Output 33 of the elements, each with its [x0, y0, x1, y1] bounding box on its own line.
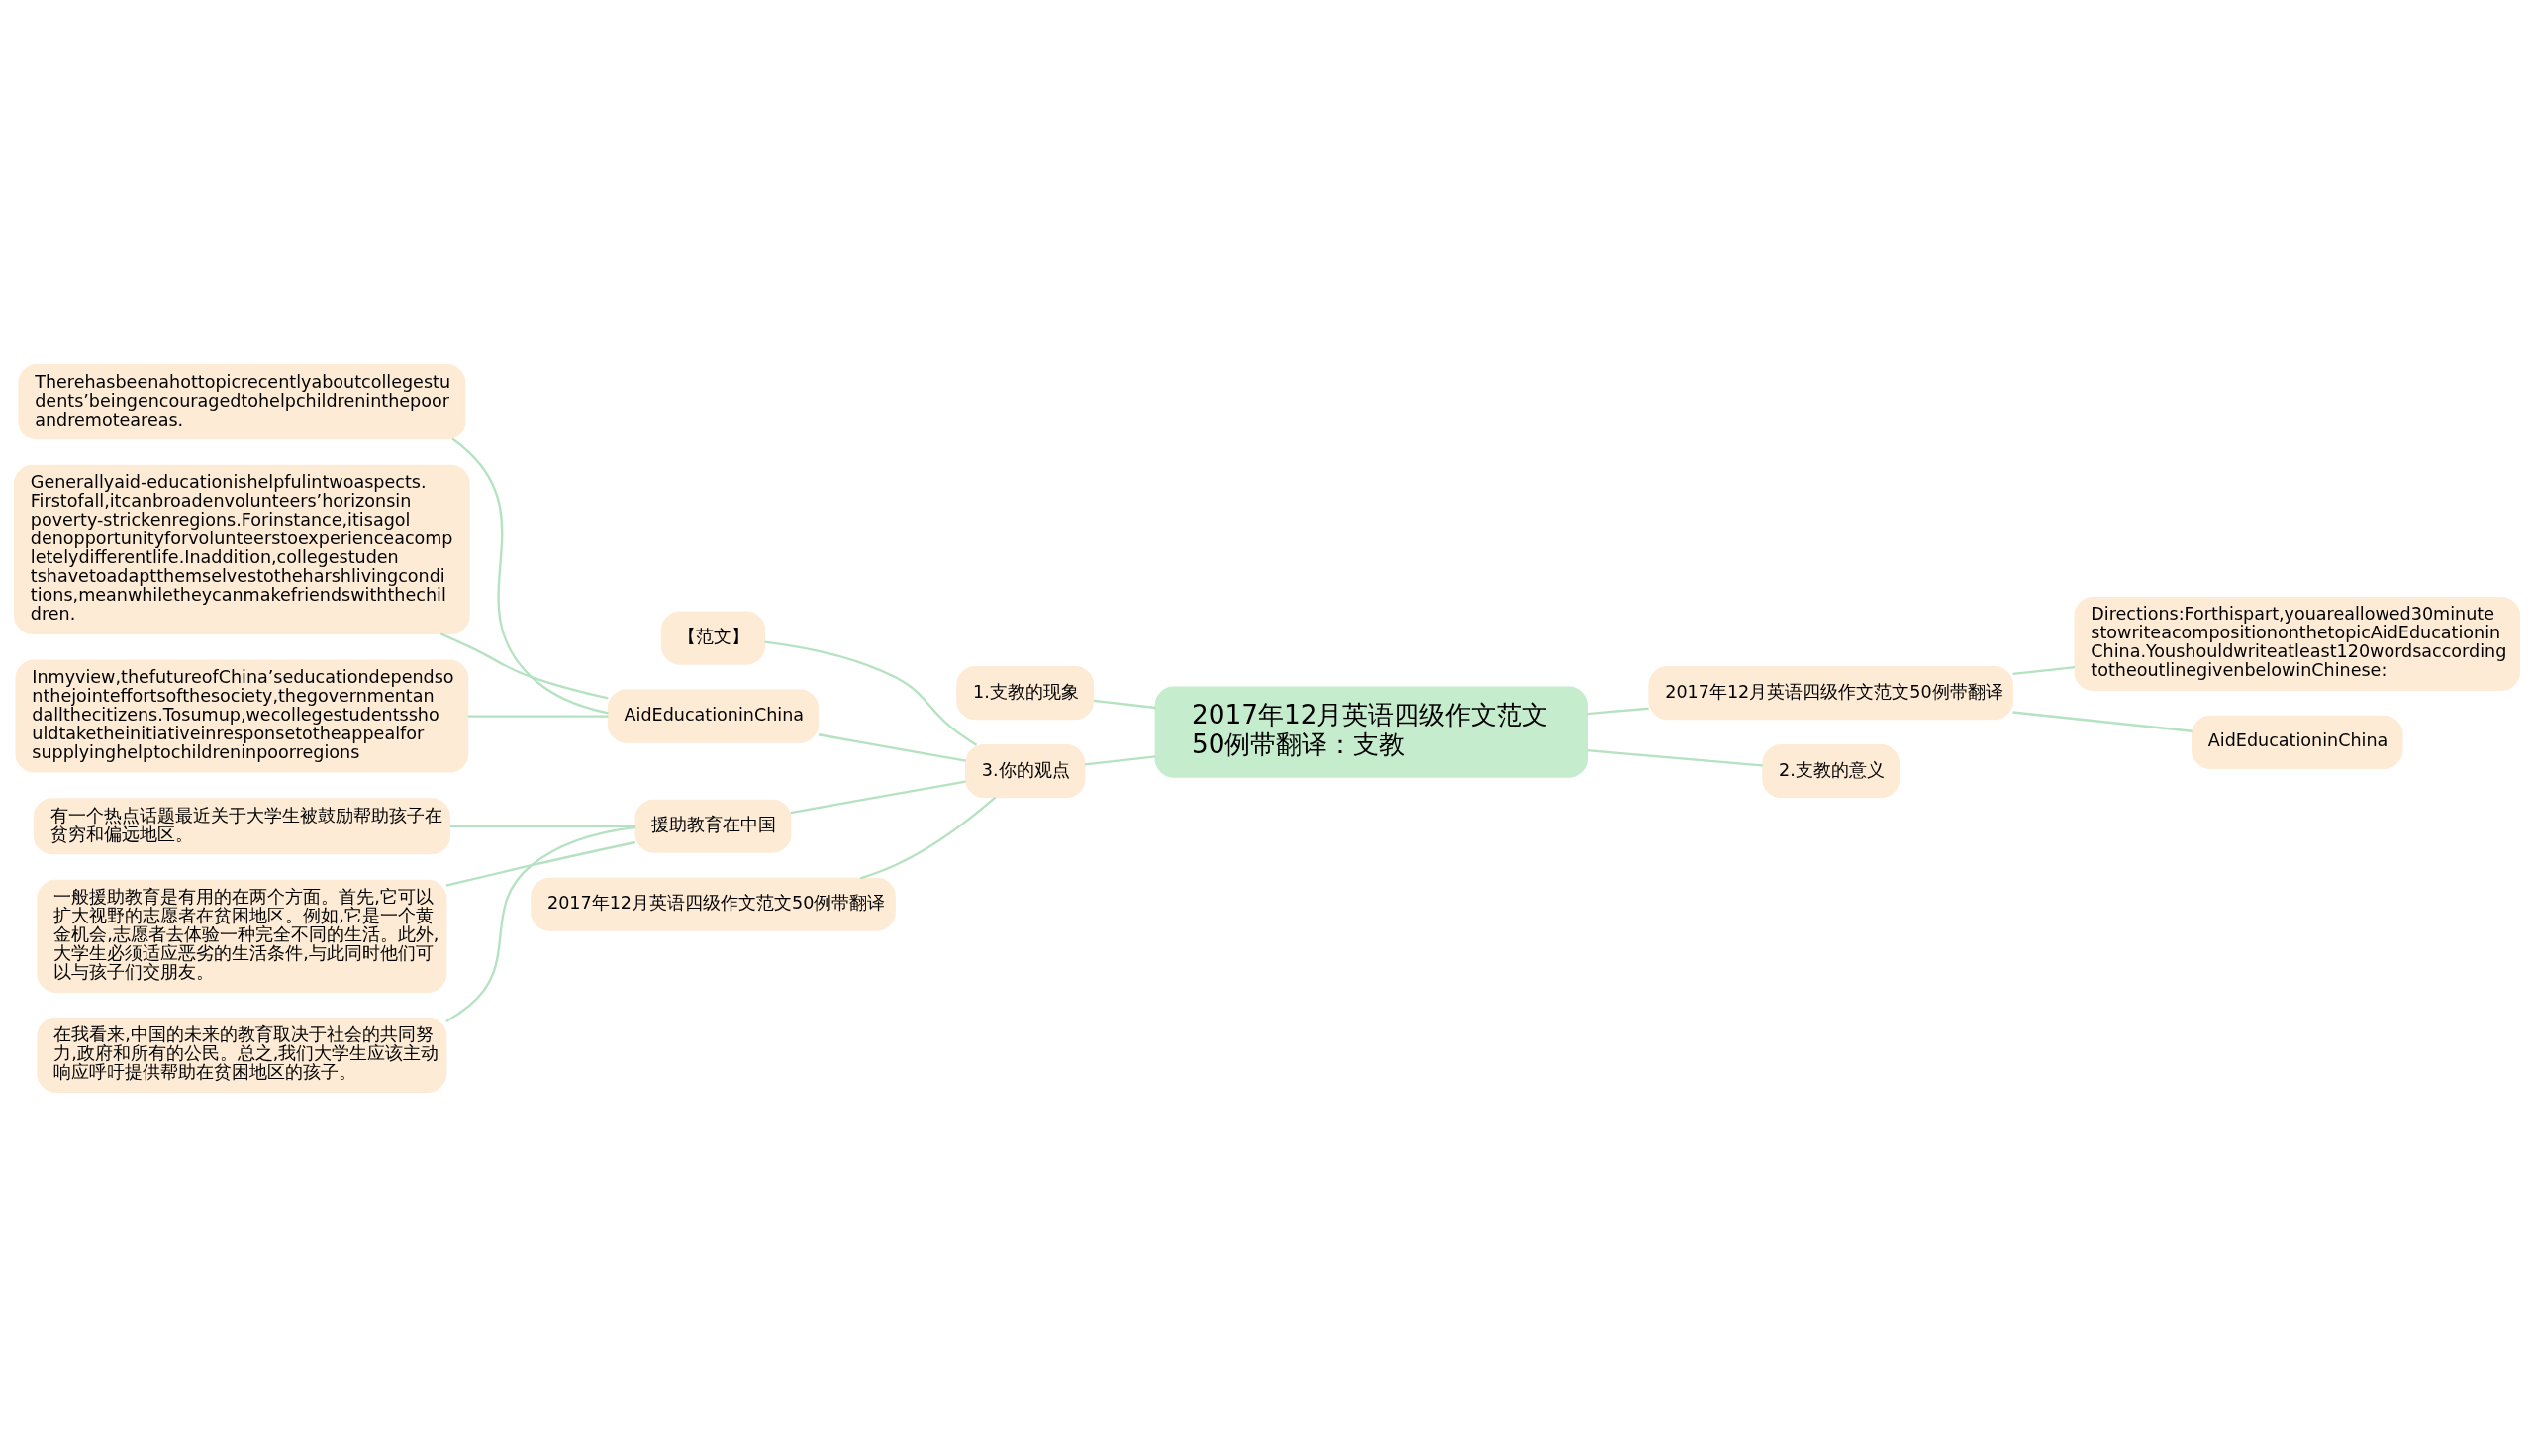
connector: [445, 840, 636, 887]
connector: [467, 714, 609, 718]
connector: [449, 825, 635, 827]
node-box: 2017年12月英语四级作文范文50例带翻译: [531, 877, 896, 931]
connector: [2012, 665, 2076, 675]
connector: [1587, 707, 1649, 715]
connector: [445, 825, 636, 1022]
node-box: Inmyview,thefutureofChina’seducationdependsonthejointeffortsofthesociety,thegovernmentandallthecitizens.Tosumup,wecollegestudentsshouldtaketheinitiativeinresponsetotheappealforsupplyinghelptochildreninpoorregions: [15, 659, 469, 773]
connector: [1084, 754, 1156, 766]
node-box: Directions:Forthispart,youareallowed30minutestowriteacompositiononthetopicAidEducationinChina.Youshouldwriteatleast120wordsaccordingtotheoutlinegivenbelowinChinese:: [2074, 596, 2520, 691]
connector: [818, 732, 966, 762]
node-box: 2.支教的意义: [1762, 743, 1900, 798]
node-box: AidEducationinChina: [607, 689, 820, 743]
connector: [1093, 699, 1156, 709]
connector: [764, 639, 978, 746]
node-box: 3.你的观点: [965, 743, 1086, 798]
connector: [790, 779, 966, 814]
connector: [859, 796, 997, 879]
node-box: 2017年12月英语四级作文范文50例带翻译: [1648, 665, 2014, 720]
node-box: 在我看来,中国的未来的教育取决于社会的共同努力,政府和所有的公民。总之,我们大学生应该主动响应呼吁提供帮助在贫困地区的孩子。: [37, 1017, 447, 1093]
node-box: 1.支教的现象: [956, 665, 1095, 720]
node-box: 2017年12月英语四级作文范文50例带翻译：支教: [1154, 686, 1588, 778]
node-box: Generallyaid-educationishelpfulintwoaspects.Firstofall,itcanbroadenvolunteers’horizonsinpoverty-strickenregions.Forinstance,itisagoldenopportunityforvolunteerstoexperienceacompletelydifferentlife.Inaddition,collegestudentshavetoadaptthemselvestotheharshlivingconditions,meanwhiletheycanmakefriendswiththechildren.: [14, 464, 470, 634]
node-box: 援助教育在中国: [634, 799, 792, 853]
node-box: AidEducationinChina: [2191, 715, 2403, 769]
connector: [439, 631, 609, 699]
node-box: 一般援助教育是有用的在两个方面。首先,它可以扩大视野的志愿者在贫困地区。例如,它是一个黄金机会,志愿者去体验一种完全不同的生活。此外,大学生必须适应恶劣的生活条件,与此同时他们可以与孩子们交朋友。: [37, 879, 447, 993]
connector: [451, 437, 609, 714]
connector: [1587, 748, 1763, 767]
node-box: Therehasbeenahottopicrecentlyaboutcollegestudents’beingencouragedtohelpchildreninthepoorandremoteareas.: [18, 363, 466, 439]
node-box: 【范文】: [660, 611, 766, 665]
connector: [2012, 710, 2193, 732]
node-box: 有一个热点话题最近关于大学生被鼓励帮助孩子在贫穷和偏远地区。: [33, 797, 450, 854]
